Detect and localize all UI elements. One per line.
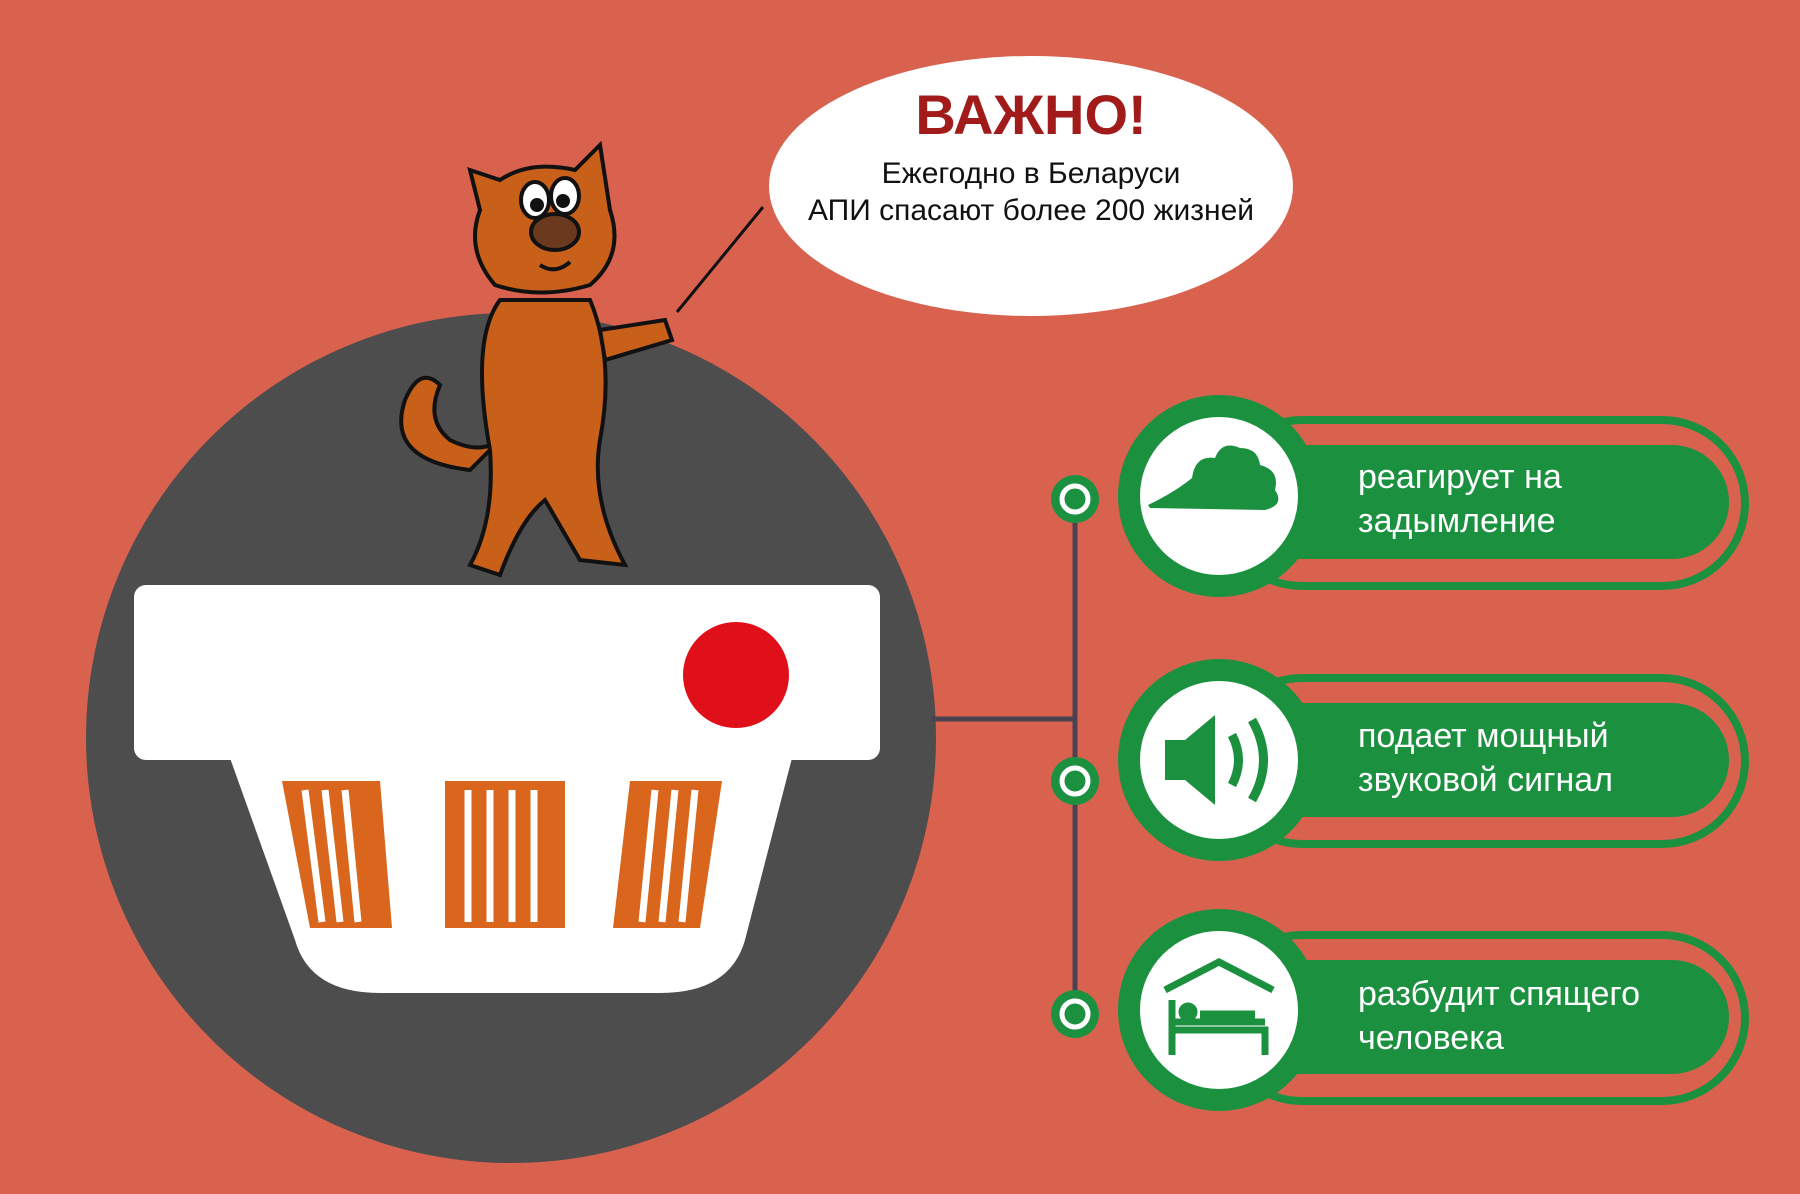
feature-line: разбудит спящего <box>1358 975 1640 1013</box>
connector-nodes <box>1051 475 1099 1038</box>
bubble-line-1: Ежегодно в Беларуси <box>881 157 1181 190</box>
bubble-title: ВАЖНО! <box>915 83 1147 146</box>
connector-node <box>1051 475 1099 523</box>
feature-smoke-text: реагирует на задымление <box>1358 455 1562 543</box>
connector-node <box>1051 990 1099 1038</box>
smoke-cloud-icon <box>1148 445 1279 510</box>
connector-lines <box>932 499 1078 1014</box>
speech-bubble <box>769 56 1293 316</box>
bubble-message: Ежегодно в Беларуси АПИ спасают более 20… <box>769 155 1293 229</box>
smoke-detector-icon <box>134 585 880 993</box>
feature-line: реагирует на <box>1358 458 1562 496</box>
speaker-icon <box>1165 715 1268 805</box>
feature-line: подает мощный <box>1358 717 1609 755</box>
feature-line: задымление <box>1358 502 1556 540</box>
sleeping-person-house-icon <box>1163 958 1275 1055</box>
feature-card-shapes <box>1118 395 1749 1111</box>
feature-line: человека <box>1358 1019 1504 1057</box>
feature-sound-text: подает мощный звуковой сигнал <box>1358 714 1613 802</box>
bubble-line-2: АПИ спасают более 200 жизней <box>807 194 1255 227</box>
feature-line: звуковой сигнал <box>1358 761 1614 799</box>
feature-wake-text: разбудит спящего человека <box>1358 972 1640 1060</box>
connector-node <box>1051 757 1099 805</box>
indicator-light <box>683 622 789 728</box>
cat-illustration <box>399 140 765 578</box>
